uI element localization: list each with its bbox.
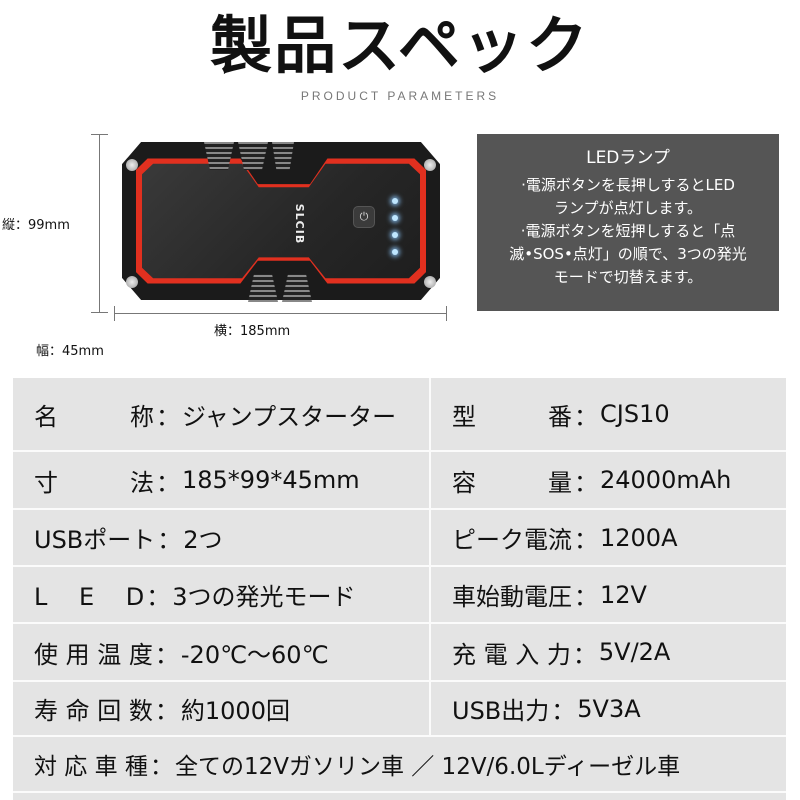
- spec-value: 5V3A: [577, 694, 641, 723]
- height-dimension-label: 縦：99mm: [2, 218, 70, 233]
- height-dimension-tick-bottom: [91, 312, 108, 313]
- spec-value: CJS10: [600, 400, 670, 428]
- screw-icon: [424, 159, 436, 171]
- device-grille-top-1: [204, 142, 234, 170]
- info-line: ·電源ボタンを長押しするとLED: [521, 176, 735, 194]
- info-box-title: LEDランプ: [586, 148, 670, 168]
- spec-cell-led: L E D：3つの発光モード: [13, 567, 431, 622]
- screw-icon: [126, 159, 138, 171]
- row-divider: [13, 508, 786, 510]
- row-divider: [13, 450, 786, 452]
- info-line: 滅•SOS•点灯」の順で、3つの発光: [509, 245, 747, 263]
- page-subtitle: PRODUCT PARAMETERS: [300, 89, 500, 103]
- device-grille-top-2: [238, 142, 268, 170]
- spec-label: 型 番: [452, 402, 572, 431]
- spec-value: 185*99*45mm: [182, 466, 360, 494]
- led-indicator-1: [392, 198, 398, 204]
- spec-value: 約1000回: [180, 697, 290, 725]
- spec-cell-charge-input: 充 電 入 力：5V/2A: [431, 624, 786, 680]
- spec-label: 車始動電圧: [452, 583, 572, 611]
- product-image-jump-starter: SLCIB ⏻: [116, 136, 446, 306]
- depth-dimension-label: 幅：45mm: [36, 344, 104, 359]
- spec-value: 24000mAh: [600, 466, 732, 494]
- spec-label: 容 量: [452, 468, 572, 497]
- spec-label: 使 用 温 度: [34, 640, 153, 669]
- spec-label: 寿 命 回 数: [34, 697, 153, 725]
- height-dimension-line: [99, 134, 100, 312]
- row-divider: [13, 735, 786, 737]
- spec-row: 寿 命 回 数：約1000回 USB出力：5V3A: [13, 682, 786, 735]
- led-indicator-2: [392, 215, 398, 221]
- width-dimension-tick-right: [446, 306, 447, 321]
- spec-value: 12V: [600, 580, 647, 609]
- info-line: モードで切替えます。: [553, 268, 703, 286]
- spec-value: -20℃～60℃: [180, 640, 329, 669]
- spec-cell-usb-output: USB出力：5V3A: [431, 682, 786, 735]
- spec-value: 3つの発光モード: [172, 583, 356, 611]
- brand-logo: SLCIB: [293, 203, 306, 245]
- screw-icon: [424, 276, 436, 288]
- spec-value: ジャンプスターター: [182, 402, 397, 431]
- led-indicator-3: [392, 232, 398, 238]
- spec-label: 名 称: [34, 402, 154, 431]
- info-line: ランプが点灯します。: [553, 199, 703, 217]
- spec-row: L E D：3つの発光モード 車始動電圧：12V: [13, 567, 786, 622]
- spec-cell-capacity: 容 量：24000mAh: [431, 452, 786, 508]
- spec-row: 使 用 温 度：-20℃～60℃ 充 電 入 力：5V/2A: [13, 624, 786, 680]
- spec-cell-lifespan: 寿 命 回 数：約1000回: [13, 682, 431, 735]
- page-title: 製品スペック: [210, 9, 590, 82]
- row-divider: [13, 565, 786, 567]
- width-dimension-label: 横：185mm: [214, 324, 291, 339]
- spec-row: 寸 法：185*99*45mm 容 量：24000mAh: [13, 452, 786, 508]
- spec-cell-dimensions: 寸 法：185*99*45mm: [13, 452, 431, 508]
- spec-label: USBポート: [34, 526, 156, 554]
- led-lamp-info-box: LEDランプ ·電源ボタンを長押しするとLED ランプが点灯します。 ·電源ボタ…: [477, 134, 779, 311]
- screw-icon: [126, 276, 138, 288]
- spec-row: 名 称：ジャンプスターター 型 番：CJS10: [13, 378, 786, 450]
- spec-row: USBポート：2つ ピーク電流：1200A: [13, 510, 786, 565]
- spec-label: 充 電 入 力: [452, 640, 571, 669]
- row-divider: [13, 791, 786, 793]
- spec-cell-model: 型 番：CJS10: [431, 378, 786, 450]
- row-divider: [13, 622, 786, 624]
- width-dimension-line: [114, 313, 447, 314]
- spec-label: 対 応 車 種: [34, 754, 148, 780]
- spec-value: 全ての12Vガソリン車 ／ 12V/6.0Lディーゼル車: [174, 754, 681, 780]
- spec-cell-name: 名 称：ジャンプスターター: [13, 378, 431, 450]
- row-divider: [13, 680, 786, 682]
- spec-cell-peak-current: ピーク電流：1200A: [431, 510, 786, 565]
- led-indicator-4: [392, 249, 398, 255]
- spec-value: 1200A: [600, 523, 678, 552]
- spec-label: ピーク電流: [452, 526, 572, 554]
- spec-cell-empty: [13, 793, 786, 800]
- spec-row-partial: [13, 793, 786, 800]
- spec-cell-start-voltage: 車始動電圧：12V: [431, 567, 786, 622]
- spec-cell-usb-ports: USBポート：2つ: [13, 510, 431, 565]
- spec-cell-compatible-vehicles: 対 応 車 種：全ての12Vガソリン車 ／ 12V/6.0Lディーゼル車: [13, 737, 786, 791]
- width-dimension-tick-left: [114, 306, 115, 321]
- spec-cell-temperature: 使 用 温 度：-20℃～60℃: [13, 624, 431, 680]
- spec-label: USB出力: [452, 697, 550, 725]
- power-icon: ⏻: [353, 206, 375, 228]
- spec-value: 5V/2A: [598, 638, 671, 666]
- height-dimension-tick-top: [91, 134, 108, 135]
- device-grille-top-3: [272, 142, 294, 170]
- spec-row-compatible-vehicles: 対 応 車 種：全ての12Vガソリン車 ／ 12V/6.0Lディーゼル車: [13, 737, 786, 791]
- spec-label: 寸 法: [34, 468, 154, 497]
- spec-value: 2つ: [183, 526, 223, 554]
- spec-label: L E D: [34, 583, 145, 611]
- info-line: ·電源ボタンを短押しすると「点: [520, 222, 736, 240]
